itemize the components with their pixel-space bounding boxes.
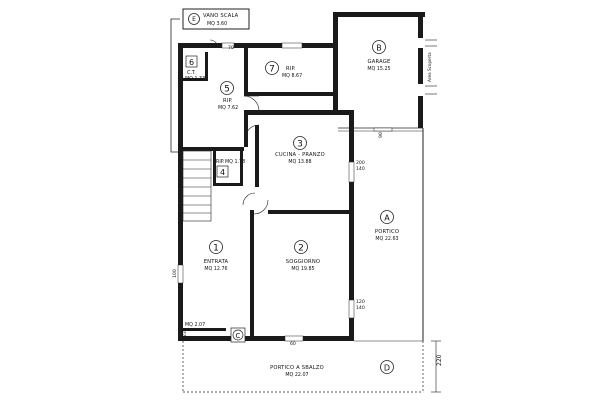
dim-90: 90 xyxy=(378,132,384,138)
room-c-area-letter: C xyxy=(236,332,241,340)
room-rip7-area: MQ 8.67 xyxy=(282,73,302,79)
room-soggiorno-area: MQ 19.85 xyxy=(291,266,314,272)
room-soggiorno-number: 2 xyxy=(298,244,304,254)
room-rip5-area: MQ 7.62 xyxy=(218,105,238,111)
room-rip4-number: 4 xyxy=(220,168,225,177)
interior-walls xyxy=(183,48,349,336)
garage-walls xyxy=(333,12,437,132)
room-entrata-label: ENTRATA xyxy=(204,259,229,265)
room-rip4: RIP. MQ 1.78 4 xyxy=(216,159,245,178)
room-garage-area: MQ 15.25 xyxy=(367,66,390,72)
room-rip5: 5 RIP. MQ 7.62 xyxy=(218,81,238,111)
portico-outline xyxy=(354,128,424,342)
room-soggiorno-label: SOGGIORNO xyxy=(286,259,320,265)
note-area-scoperta: Area Scoperta xyxy=(427,52,432,82)
legend-letter: E xyxy=(192,16,196,23)
legend-letter-circle xyxy=(188,13,200,25)
room-ct-number: 6 xyxy=(189,58,194,67)
dim-60: 60 xyxy=(290,341,296,347)
room-c-area-label: MQ 2.07 xyxy=(185,322,205,328)
vano-scala-legend: E VANO SCALA MQ 3.60 xyxy=(170,8,250,153)
windows xyxy=(177,42,393,342)
legend-label: VANO SCALA xyxy=(203,13,239,19)
room-garage-letter: B xyxy=(376,44,382,53)
room-cucina-number: 3 xyxy=(297,140,303,150)
room-portico-label: PORTICO xyxy=(375,229,399,235)
room-rip5-number: 5 xyxy=(224,85,230,95)
room-portico-sbalzo: PORTICO A SBALZO MQ 22.07 D xyxy=(270,360,394,378)
room-ct-label: C.T. xyxy=(187,70,196,76)
legend-area: MQ 3.60 xyxy=(207,21,227,27)
dim-200: 200 xyxy=(356,160,365,166)
dim-230: 230 xyxy=(182,328,188,337)
dim-100: 100 xyxy=(172,269,178,278)
room-portico-sbalzo-label: PORTICO A SBALZO xyxy=(270,365,324,371)
room-portico-area: MQ 22.63 xyxy=(375,236,398,242)
room-c-area: MQ 2.07 C xyxy=(185,322,246,343)
dim-140-lower: 140 xyxy=(356,305,365,311)
room-ct-area: MQ 1.33 xyxy=(185,76,205,82)
room-rip5-label: RIP. xyxy=(223,98,233,104)
staircase xyxy=(182,150,212,222)
room-ct: 6 C.T. MQ 1.33 xyxy=(185,55,205,82)
room-portico: A PORTICO MQ 22.63 xyxy=(375,210,399,242)
legend-leader-line xyxy=(170,18,183,153)
dim-140-upper: 140 xyxy=(356,166,365,172)
dimensions: 200 140 120 140 220 90 100 70 230 60 xyxy=(172,45,443,366)
room-portico-letter: A xyxy=(384,214,390,223)
room-rip4-area: MQ 1.78 xyxy=(225,159,245,165)
room-entrata-area: MQ 12.76 xyxy=(204,266,227,272)
room-cucina-label: CUCINA - PRANZO xyxy=(275,152,325,158)
room-rip7-label: RIP. xyxy=(286,66,296,72)
room-garage-label: GARAGE xyxy=(368,59,391,65)
portico-sbalzo-outline xyxy=(182,340,441,393)
room-entrata: 1 ENTRATA MQ 12.76 xyxy=(204,240,229,272)
dim-120: 120 xyxy=(356,299,365,305)
room-rip4-label: RIP. xyxy=(216,159,224,165)
dim-70: 70 xyxy=(228,45,234,51)
room-rip7-number: 7 xyxy=(269,65,275,75)
room-garage: B GARAGE MQ 15.25 xyxy=(367,40,391,72)
room-cucina: 3 CUCINA - PRANZO MQ 13.88 xyxy=(275,136,325,165)
room-entrata-number: 1 xyxy=(213,244,219,254)
room-cucina-area: MQ 13.88 xyxy=(288,159,311,165)
dim-220: 220 xyxy=(436,354,443,366)
outer-walls xyxy=(178,43,354,341)
room-portico-sbalzo-area: MQ 22.07 xyxy=(285,372,308,378)
room-portico-sbalzo-letter: D xyxy=(384,364,390,373)
room-rip7: 7 RIP. MQ 8.67 xyxy=(265,61,302,79)
doors xyxy=(209,39,269,215)
room-soggiorno: 2 SOGGIORNO MQ 19.85 xyxy=(286,240,320,272)
